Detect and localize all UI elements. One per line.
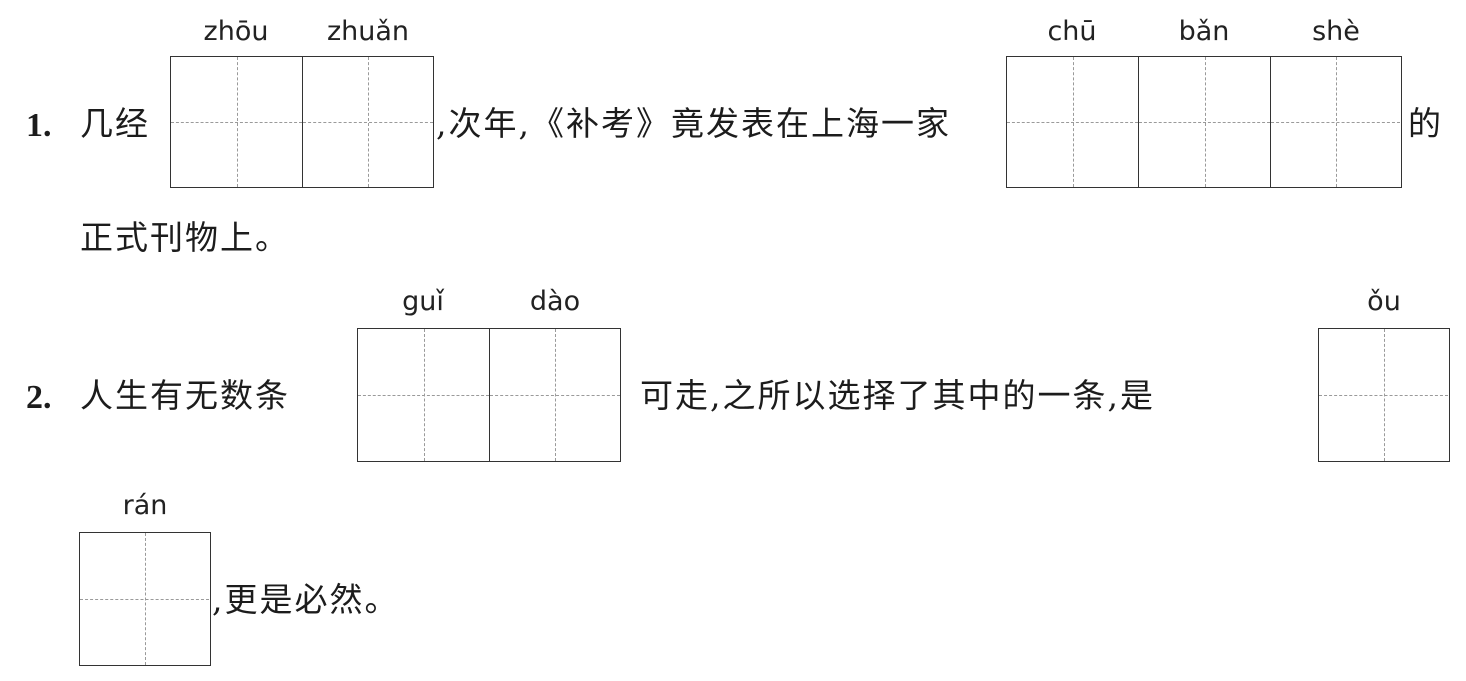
item-2-text-before: 人生有无数条 xyxy=(80,376,290,415)
item-1-continuation: 正式刊物上。 xyxy=(80,218,290,257)
tianzige-cell[interactable] xyxy=(302,57,433,187)
item-2-continuation: ,更是必然。 xyxy=(212,580,400,619)
pinyin-ran: rán xyxy=(122,490,168,521)
tianzige-cell[interactable] xyxy=(489,329,620,461)
tianzige-cell[interactable] xyxy=(1319,329,1448,461)
tianzige-cell[interactable] xyxy=(1138,57,1270,187)
tianzige-cell[interactable] xyxy=(358,329,489,461)
pinyin-gui: guǐ xyxy=(402,286,444,317)
pinyin-zhou: zhōu xyxy=(203,16,269,47)
answer-box-ran[interactable] xyxy=(79,532,211,666)
answer-box-chubanshe[interactable] xyxy=(1006,56,1402,188)
tianzige-cell[interactable] xyxy=(171,57,302,187)
answer-box-guidao[interactable] xyxy=(357,328,621,462)
item-1-text-middle: ,次年,《补考》竟发表在上海一家 xyxy=(436,104,951,143)
item-2-text-middle: 可走,之所以选择了其中的一条,是 xyxy=(640,376,1155,415)
tianzige-cell[interactable] xyxy=(80,533,209,665)
pinyin-dao: dào xyxy=(529,286,581,317)
pinyin-zhuan: zhuǎn xyxy=(326,16,410,47)
item-1-number: 1. xyxy=(26,107,52,144)
tianzige-cell[interactable] xyxy=(1007,57,1138,187)
pinyin-ban: bǎn xyxy=(1178,16,1230,47)
tianzige-cell[interactable] xyxy=(1270,57,1400,187)
answer-box-zhouzhuan[interactable] xyxy=(170,56,434,188)
item-1-text-after: 的 xyxy=(1408,104,1443,143)
answer-box-ou[interactable] xyxy=(1318,328,1450,462)
pinyin-she: shè xyxy=(1312,16,1360,47)
item-1-text-before: 几经 xyxy=(80,104,150,143)
item-2-number: 2. xyxy=(26,379,52,416)
pinyin-ou: ǒu xyxy=(1367,286,1401,317)
pinyin-chu: chū xyxy=(1047,16,1097,47)
